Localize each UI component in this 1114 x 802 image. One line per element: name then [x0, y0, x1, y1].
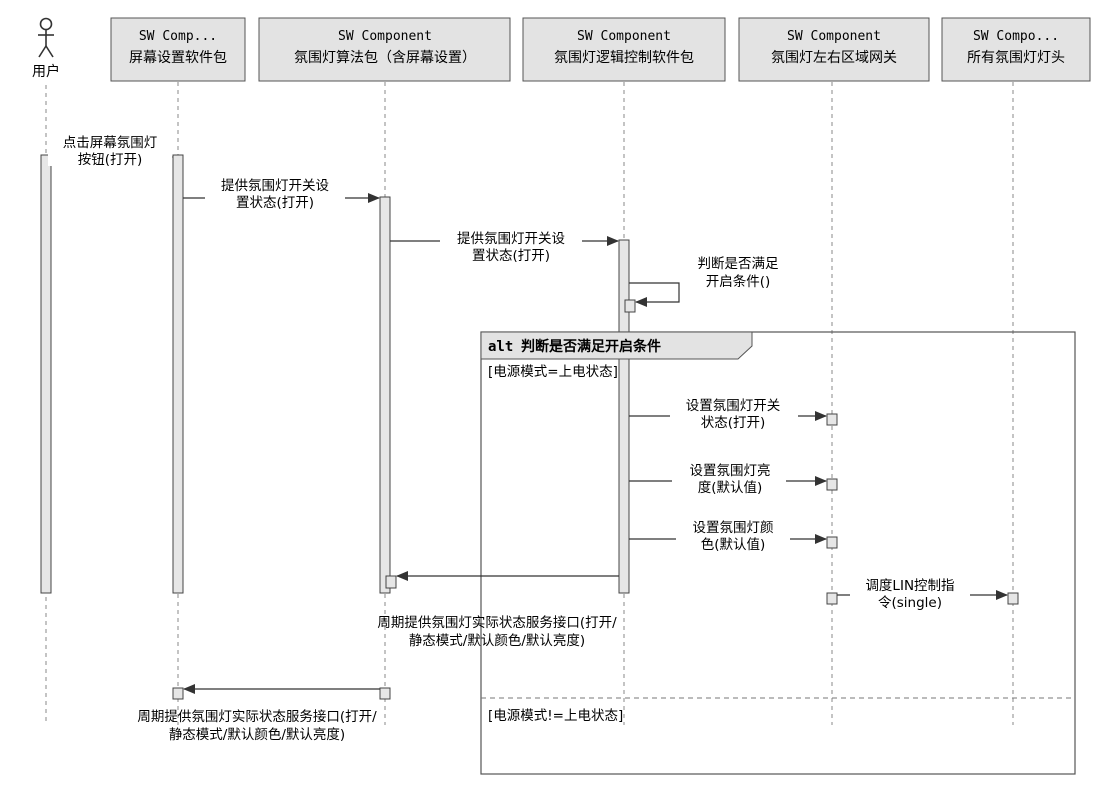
guard-condition-1: [电源模式=上电状态]: [488, 364, 618, 380]
participant-header: SW Component 氛围灯逻辑控制软件包: [522, 17, 726, 82]
msg-arrow-self: [629, 282, 680, 307]
participant-name: 所有氛围灯灯头: [967, 50, 1065, 66]
msg-label: 色(默认值): [701, 536, 766, 553]
fragment-keyword: alt: [488, 339, 513, 355]
participant-stereotype: SW Component: [577, 29, 671, 44]
guard-condition-2: [电源模式!=上电状态]: [488, 708, 623, 724]
activation-bar: [172, 154, 184, 594]
msg-label: 置状态(打开): [472, 247, 550, 264]
exec-box: [826, 592, 838, 605]
participant-name: 氛围灯左右区域网关: [771, 50, 897, 66]
msg-label: 设置氛围灯颜: [693, 520, 774, 536]
participant-stereotype: SW Comp...: [139, 29, 217, 44]
participant-header: SW Compo... 所有氛围灯灯头: [941, 17, 1091, 82]
participant-stereotype: SW Compo...: [973, 29, 1059, 44]
msg-label: 判断是否满足: [698, 256, 779, 272]
exec-box: [379, 687, 391, 700]
msg-label: 点击屏幕氛围灯: [63, 135, 158, 151]
participant-stereotype: SW Component: [338, 29, 432, 44]
msg-label: 提供氛围灯开关设: [221, 178, 329, 194]
msg-label: 令(single): [878, 595, 942, 611]
msg-label: 设置氛围灯开关: [686, 398, 781, 414]
msg-label: 静态模式/默认颜色/默认亮度): [409, 632, 585, 649]
exec-box: [826, 413, 838, 426]
exec-box: [1007, 592, 1019, 605]
message-labels: 点击屏幕氛围灯 按钮(打开) 提供氛围灯开关设 置状态(打开) 提供氛围灯开关设…: [48, 130, 970, 743]
msg-label: 度(默认值): [698, 480, 763, 496]
alt-fragment: alt 判断是否满足开启条件 [电源模式=上电状态] [电源模式!=上电状态]: [480, 331, 1076, 775]
msg-label: 静态模式/默认颜色/默认亮度): [169, 726, 345, 743]
msg-label: 周期提供氛围灯实际状态服务接口(打开/: [377, 614, 617, 631]
activation-bar: [618, 239, 630, 594]
msg-label: 提供氛围灯开关设: [457, 231, 565, 247]
msg-label: 状态(打开): [701, 414, 766, 431]
msg-label: 按钮(打开): [78, 151, 143, 168]
msg-label: 开启条件(): [706, 273, 771, 290]
participant-stereotype: SW Component: [787, 29, 881, 44]
participant-name: 氛围灯逻辑控制软件包: [554, 50, 694, 66]
msg-label: 调度LIN控制指: [865, 578, 954, 594]
msg-label: 周期提供氛围灯实际状态服务接口(打开/: [137, 708, 377, 725]
exec-box: [826, 478, 838, 491]
fragment-title: 判断是否满足开启条件: [521, 338, 661, 355]
exec-box: [385, 575, 397, 589]
actor-label: 用户: [32, 63, 60, 80]
user-actor-icon: [38, 17, 54, 58]
participant-header: SW Component 氛围灯算法包（含屏幕设置）: [258, 17, 511, 82]
msg-label: 设置氛围灯亮: [690, 462, 771, 479]
participant-name: 屏幕设置软件包: [129, 50, 227, 66]
activation-bar: [40, 154, 52, 594]
activation-bar: [379, 196, 391, 594]
self-call-box: [624, 299, 636, 313]
participant-header: SW Comp... 屏幕设置软件包: [110, 17, 246, 82]
participant-name: 氛围灯算法包（含屏幕设置）: [294, 50, 476, 66]
activation-bars: [40, 154, 1019, 700]
participant-header: SW Component 氛围灯左右区域网关: [738, 17, 930, 82]
exec-box: [826, 536, 838, 549]
exec-box: [172, 687, 184, 700]
msg-label: 置状态(打开): [236, 194, 314, 211]
